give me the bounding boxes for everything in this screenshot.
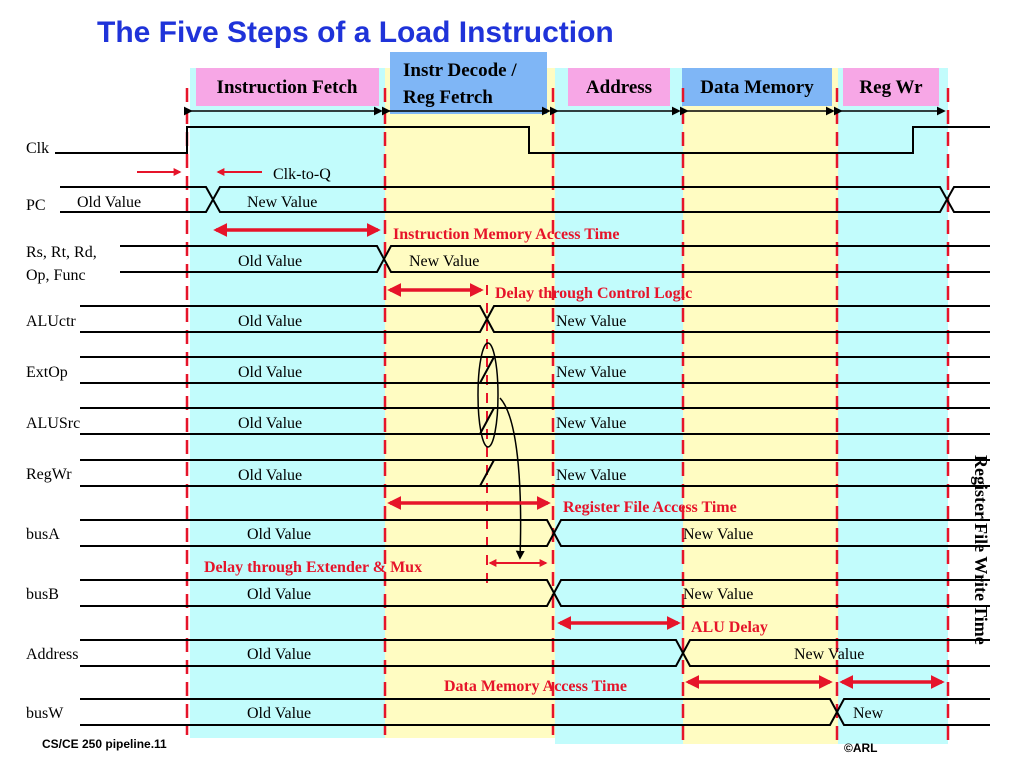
- busw-waveform: [80, 698, 990, 726]
- regwr-new-value: New Value: [556, 467, 626, 484]
- pc-old-value: Old Value: [77, 194, 141, 211]
- signal-extop: ExtOp: [26, 364, 68, 381]
- rs-new-value: New Value: [409, 253, 479, 270]
- pc-waveform: [60, 186, 990, 213]
- bg-decode: [385, 68, 555, 738]
- annotation-labels: Clk-to-Q Instruction Memory Access Time …: [204, 166, 991, 695]
- stage-label-decode-2: Reg Fetrch: [403, 87, 493, 108]
- bg-fetch: [190, 68, 385, 738]
- signal-busw: busW: [26, 705, 64, 722]
- address-waveform: [80, 639, 990, 667]
- aluctr-new-value: New Value: [556, 313, 626, 330]
- signal-alusrc: ALUSrc: [26, 415, 80, 432]
- extender-path: [477, 342, 525, 560]
- stage-backgrounds: [190, 68, 948, 744]
- extender-label: Delay through Extender & Mux: [204, 559, 422, 576]
- bg-address: [555, 68, 683, 744]
- page-title: The Five Steps of a Load Instruction: [97, 16, 614, 49]
- control-group-ellipse: [477, 342, 499, 448]
- alusrc-old-value: Old Value: [238, 415, 302, 432]
- extender-curve-arrow: [499, 397, 525, 560]
- waveforms: [55, 126, 990, 726]
- signal-address: Address: [26, 646, 78, 663]
- rf-write-label: Register File Write Time: [971, 455, 991, 645]
- stage-box-decode: [390, 52, 547, 114]
- signal-aluctr: ALUctr: [26, 313, 76, 330]
- stage-box-address: [568, 68, 670, 106]
- signal-rs-1: Rs, Rt, Rd,: [26, 244, 97, 261]
- alusrc-new-value: New Value: [556, 415, 626, 432]
- timing-arrows: [137, 168, 945, 689]
- rs-old-value: Old Value: [238, 253, 302, 270]
- value-labels: Old Value New Value Old Value New Value …: [77, 194, 884, 722]
- extop-waveform: [80, 356, 990, 384]
- busa-waveform: [80, 519, 990, 547]
- regwr-waveform: [80, 459, 990, 487]
- imem-label: Instruction Memory Access Time: [393, 226, 619, 243]
- pc-new-value: New Value: [247, 194, 317, 211]
- signal-regwr: RegWr: [26, 466, 72, 483]
- stage-headers: Instruction Fetch Instr Decode / Reg Fet…: [196, 52, 939, 114]
- rs-waveform: [120, 245, 990, 273]
- bg-regwr: [838, 68, 948, 744]
- extop-new-value: New Value: [556, 364, 626, 381]
- stage-box-fetch: [196, 68, 379, 106]
- stage-label-decode-1: Instr Decode /: [403, 60, 517, 81]
- clk-to-q-label: Clk-to-Q: [273, 166, 331, 183]
- busw-new-value: New: [853, 705, 884, 722]
- busw-old-value: Old Value: [247, 705, 311, 722]
- alusrc-waveform: [80, 407, 990, 435]
- dmem-label: Data Memory Access Time: [444, 678, 627, 695]
- stage-label-fetch: Instruction Fetch: [217, 77, 358, 98]
- busb-old-value: Old Value: [247, 586, 311, 603]
- stage-label-regwr: Reg Wr: [859, 77, 923, 98]
- signal-labels: Clk PC Rs, Rt, Rd, Op, Func ALUctr ExtOp…: [26, 140, 97, 722]
- regwr-old-value: Old Value: [238, 467, 302, 484]
- regfile-label: Register File Access Time: [563, 499, 737, 516]
- control-label: Delay through Control Logic: [495, 285, 692, 302]
- address-old-value: Old Value: [247, 646, 311, 663]
- busb-new-value: New Value: [683, 586, 753, 603]
- busb-waveform: [80, 579, 990, 607]
- stage-box-regwr: [843, 68, 939, 106]
- aluctr-waveform: [80, 305, 990, 333]
- stage-box-datamem: [682, 68, 832, 106]
- footer-left: CS/CE 250 pipeline.11: [42, 737, 167, 751]
- bg-datamem: [683, 68, 838, 744]
- footer-right: ©ARL: [844, 741, 878, 755]
- signal-busa: busA: [26, 526, 60, 543]
- extop-old-value: Old Value: [238, 364, 302, 381]
- stage-label-address: Address: [586, 77, 652, 98]
- clk-waveform: [55, 126, 990, 154]
- aluctr-old-value: Old Value: [238, 313, 302, 330]
- signal-pc: PC: [26, 197, 46, 214]
- alu-label: ALU Delay: [691, 619, 768, 636]
- address-new-value: New Value: [794, 646, 864, 663]
- stage-label-datamem: Data Memory: [700, 77, 814, 98]
- busa-old-value: Old Value: [247, 526, 311, 543]
- signal-rs-2: Op, Func: [26, 267, 86, 284]
- signal-clk: Clk: [26, 140, 49, 157]
- busa-new-value: New Value: [683, 526, 753, 543]
- signal-busb: busB: [26, 586, 59, 603]
